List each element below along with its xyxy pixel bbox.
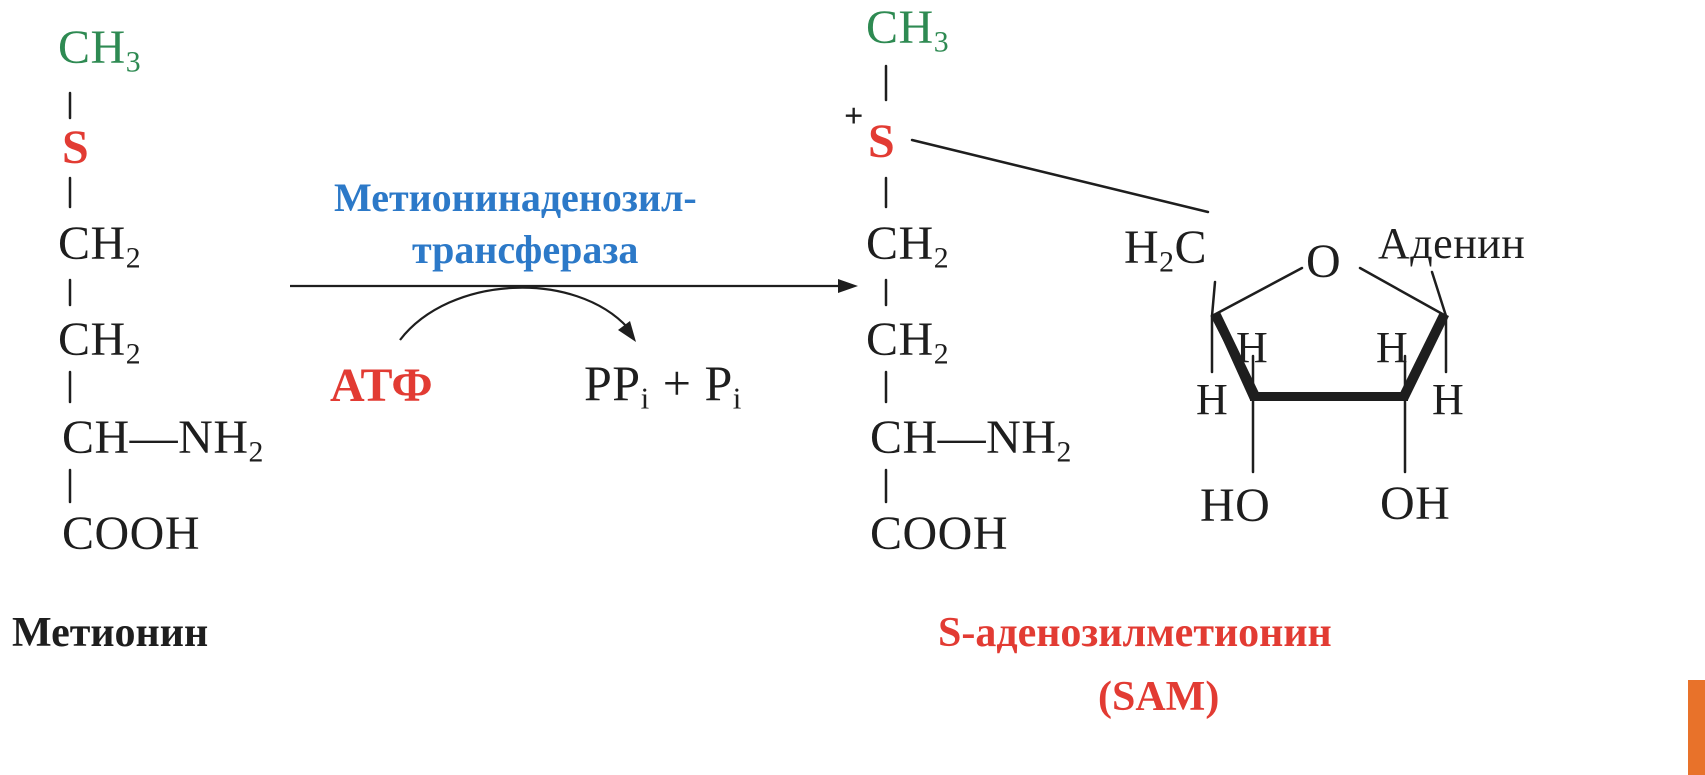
sam-name-line1: S-аденозилметионин — [938, 610, 1332, 656]
sam-ch2-1: CH2 — [866, 217, 950, 275]
methionine-sulfur: S — [62, 121, 90, 174]
bond-s-h2c — [910, 138, 1210, 214]
atp-curved-arrow-head — [618, 321, 636, 342]
sam-ch3: CH3 — [866, 1, 950, 59]
methionine-ch2-1: CH2 — [58, 217, 142, 275]
atp-curved-arrow — [399, 286, 629, 341]
atp-label: АТФ — [330, 359, 433, 412]
sam-sulfur: S — [868, 115, 896, 168]
enzyme-name-line2: трансфераза — [412, 227, 639, 272]
sam-cooh: COOH — [870, 507, 1009, 560]
sam-ch2-2: CH2 — [866, 313, 950, 371]
ring-o-c1 — [1358, 266, 1448, 318]
sam-sulfur-charge: + — [844, 98, 864, 135]
ribose-h-c1: H — [1432, 375, 1465, 424]
methionine-name: Метионин — [12, 610, 209, 656]
ribose-ho: HO — [1200, 479, 1271, 532]
ring-front-edge-bottom — [1250, 392, 1408, 401]
bond-c1-adenine — [1430, 270, 1448, 318]
ribose-h-c4: H — [1196, 375, 1229, 424]
byproducts: PPi + Pi — [584, 355, 742, 416]
sam-ch-nh2: CH—NH2 — [870, 411, 1072, 469]
reaction-arrow-head — [838, 279, 858, 293]
sam-name-line2: (SAM) — [1098, 674, 1220, 720]
ring-front-edge-left — [1212, 312, 1259, 400]
ring-c4-o — [1210, 266, 1304, 318]
ring-front-edge-right — [1400, 312, 1449, 400]
enzyme-name-line1: Метионинаденозил- — [334, 175, 697, 220]
methionine-ch-nh2: CH—NH2 — [62, 411, 264, 469]
bond-h2c-c4 — [1210, 280, 1217, 318]
corner-accent-mark — [1688, 680, 1705, 775]
ribose-h-c3: H — [1236, 323, 1269, 372]
methionine-ch3: CH3 — [58, 21, 142, 79]
ribose-oh: OH — [1380, 477, 1451, 530]
methionine-ch2-2: CH2 — [58, 313, 142, 371]
methionine-cooh: COOH — [62, 507, 201, 560]
ribose-ring-oxygen: O — [1306, 235, 1342, 288]
ribose-h-c2: H — [1376, 323, 1409, 372]
ribose-h2c: H2C — [1124, 221, 1208, 279]
adenine-label: Аденин — [1378, 219, 1526, 268]
